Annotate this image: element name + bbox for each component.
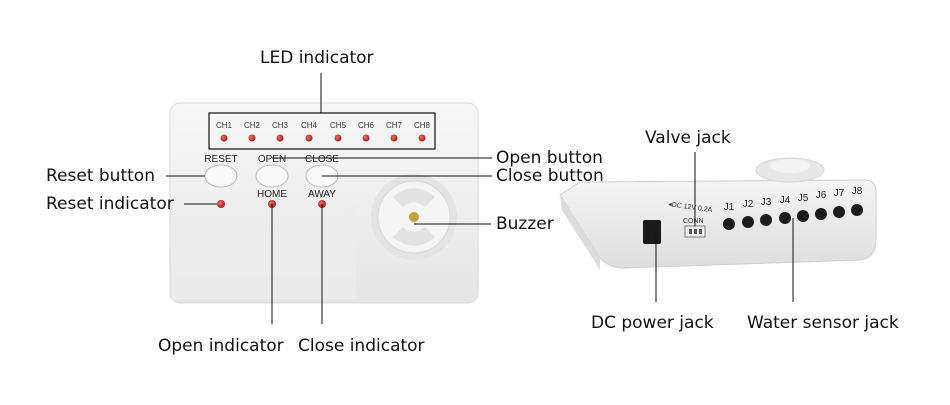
open-button[interactable] bbox=[255, 164, 289, 188]
channel-label: CH5 bbox=[330, 121, 347, 130]
valve-jack-callout: Valve jack bbox=[645, 128, 731, 148]
sensor-jack bbox=[833, 206, 845, 218]
sensor-jack bbox=[742, 216, 754, 228]
reset-label: RESET bbox=[204, 154, 237, 165]
buzzer-grille bbox=[371, 174, 457, 260]
buzzer-center bbox=[409, 212, 419, 222]
led-indicator-callout: LED indicator bbox=[260, 48, 374, 68]
close-button-callout: Close button bbox=[496, 166, 604, 186]
away-label: AWAY bbox=[308, 189, 336, 200]
conn-label: CONN bbox=[683, 218, 704, 225]
channel-label: CH7 bbox=[386, 121, 403, 130]
sensor-jack bbox=[851, 204, 863, 216]
channel-leds bbox=[220, 134, 426, 142]
channel-label: CH4 bbox=[301, 121, 318, 130]
jack-label: J4 bbox=[780, 195, 791, 206]
channel-led bbox=[390, 134, 398, 142]
reset-button-callout: Reset button bbox=[46, 166, 155, 186]
channel-led bbox=[334, 134, 342, 142]
reset-indicator-callout: Reset indicator bbox=[46, 194, 174, 214]
open-button-callout: Open button bbox=[496, 148, 603, 168]
sensor-jack bbox=[815, 208, 827, 220]
led-indicator-frame bbox=[208, 112, 436, 150]
home-label: HOME bbox=[257, 189, 287, 200]
reset-indicator-led bbox=[217, 200, 225, 208]
jack-label: J2 bbox=[743, 199, 754, 210]
dc-power-jack-callout: DC power jack bbox=[591, 313, 714, 333]
channel-led bbox=[248, 134, 256, 142]
channel-led bbox=[418, 134, 426, 142]
water-sensor-jacks bbox=[723, 204, 863, 230]
open-indicator-callout: Open indicator bbox=[158, 336, 284, 356]
channel-label: CH2 bbox=[244, 121, 261, 130]
channel-led bbox=[220, 134, 228, 142]
jack-label: J3 bbox=[761, 197, 772, 208]
channel-label: CH6 bbox=[358, 121, 375, 130]
callout-lines bbox=[166, 73, 794, 324]
channel-label: CH8 bbox=[414, 121, 431, 130]
water-sensor-jack-callout: Water sensor jack bbox=[747, 313, 899, 333]
jack-label: J6 bbox=[816, 190, 827, 201]
sensor-jack bbox=[723, 218, 735, 230]
front-device: CH1 CH2 CH3 CH4 CH5 CH6 CH7 CH8 RESET OP… bbox=[169, 102, 479, 304]
dc-power-jack bbox=[643, 220, 661, 244]
side-device: ◂DC 12V 0.2A CONN J1 J2 J3 J4 J5 J6 J7 J… bbox=[559, 157, 877, 270]
open-label: OPEN bbox=[258, 154, 286, 165]
sensor-jack bbox=[797, 210, 809, 222]
channel-label: CH3 bbox=[272, 121, 289, 130]
channel-led bbox=[362, 134, 370, 142]
jack-label: J5 bbox=[798, 193, 809, 204]
sensor-jack bbox=[760, 214, 772, 226]
buzzer-callout: Buzzer bbox=[496, 214, 554, 234]
channel-led bbox=[276, 134, 284, 142]
close-label: CLOSE bbox=[305, 154, 339, 165]
jack-label: J1 bbox=[724, 202, 735, 213]
jack-label: J8 bbox=[852, 186, 863, 197]
sensor-jack bbox=[779, 212, 791, 224]
reset-button[interactable] bbox=[204, 164, 238, 188]
channel-label: CH1 bbox=[216, 121, 233, 130]
channel-led bbox=[305, 134, 313, 142]
jack-label: J7 bbox=[834, 188, 845, 199]
close-indicator-callout: Close indicator bbox=[298, 336, 425, 356]
